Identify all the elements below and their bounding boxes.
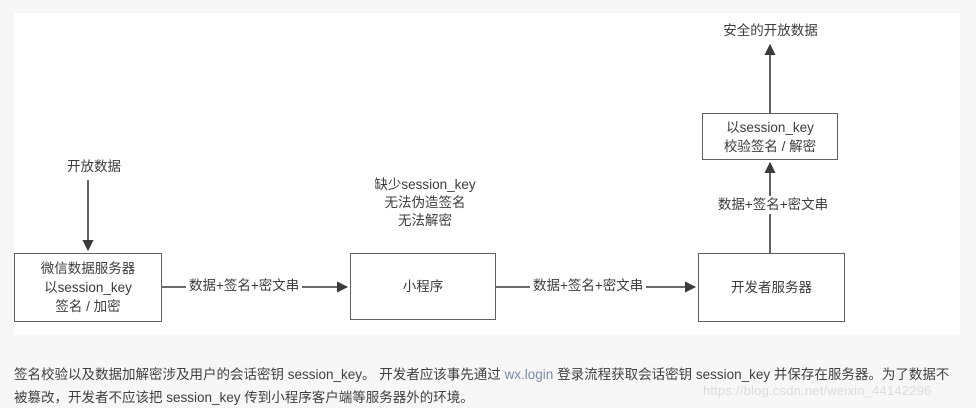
label-wire-devserver-to-decrypt: 数据+签名+密文串 (702, 196, 844, 214)
caption-link-wx-login[interactable]: wx.login (504, 366, 554, 382)
annotation-missing-session-key: 缺少session_key 无法伪造签名 无法解密 (355, 176, 495, 230)
node-mini-program-line1: 小程序 (402, 279, 444, 294)
label-wire-miniprogram-to-devserver-text: 数据+签名+密文串 (533, 278, 644, 293)
node-wechat-data-server-line1: 微信数据服务器 (40, 261, 136, 276)
annotation-missing-session-key-line1: 缺少session_key (374, 177, 476, 192)
label-wire-wxserver-to-miniprogram: 数据+签名+密文串 (186, 277, 303, 295)
label-open-data-text: 开放数据 (67, 159, 121, 174)
node-verify-decrypt-line2: 校验签名 / 解密 (723, 138, 817, 154)
node-verify-decrypt[interactable]: 以session_key 校验签名 / 解密 (702, 113, 838, 160)
label-open-data: 开放数据 (49, 158, 139, 176)
node-developer-server-line1: 开发者服务器 (731, 280, 812, 295)
label-wire-devserver-to-decrypt-text: 数据+签名+密文串 (717, 197, 829, 212)
node-mini-program[interactable]: 小程序 (350, 253, 496, 320)
node-wechat-data-server-line3: 签名 / 加密 (55, 299, 121, 314)
label-secure-open-data-text: 安全的开放数据 (723, 23, 818, 38)
node-verify-decrypt-line1: 以session_key (726, 119, 814, 135)
annotation-missing-session-key-line2: 无法伪造签名 (384, 195, 466, 210)
annotation-missing-session-key-line3: 无法解密 (398, 213, 452, 228)
caption-part1: 签名校验以及数据加解密涉及用户的会话密钥 session_key。 开发者应该事… (14, 366, 505, 382)
label-wire-miniprogram-to-devserver: 数据+签名+密文串 (530, 277, 647, 295)
watermark-url: https://blog.csdn.net/weixin_44142296 (703, 383, 932, 398)
label-secure-open-data: 安全的开放数据 (703, 22, 838, 40)
node-wechat-data-server-line2: 以session_key (44, 280, 132, 295)
label-wire-wxserver-to-miniprogram-text: 数据+签名+密文串 (189, 278, 300, 293)
caption-paragraph: 签名校验以及数据加解密涉及用户的会话密钥 session_key。 开发者应该事… (14, 363, 962, 409)
caption-part2: 登录流程获取会话密钥 session_key 并保存在服务器。为了数据不被篡改，… (14, 366, 950, 405)
node-wechat-data-server[interactable]: 微信数据服务器 以session_key 签名 / 加密 (14, 253, 162, 322)
node-developer-server[interactable]: 开发者服务器 (698, 253, 845, 322)
